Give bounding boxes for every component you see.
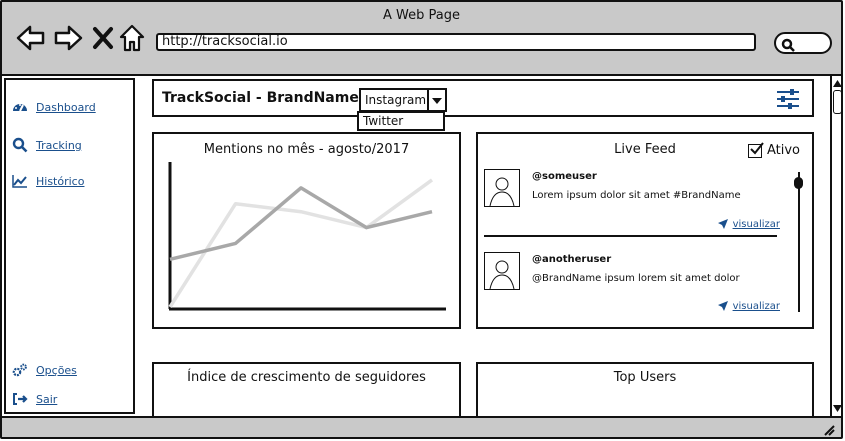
location-arrow-icon	[717, 219, 728, 229]
sidebar-item-label: Dashboard	[36, 100, 96, 114]
browser-titlebar: A Web Page http://tracksocial.io	[2, 2, 841, 74]
sign-out-icon	[13, 393, 28, 405]
feed-username: @anotheruser	[532, 254, 612, 265]
sidebar-item-label: Histórico	[36, 174, 85, 188]
sidebar-item-label: Opções	[36, 363, 77, 377]
series-line-1	[168, 178, 434, 308]
mentions-panel-title: Mentions no mês - agosto/2017	[203, 142, 410, 157]
divider	[484, 235, 777, 237]
feed-text: @BrandName ipsum lorem sit amet dolor	[532, 273, 740, 284]
browser-search-field[interactable]	[774, 32, 832, 54]
forward-arrow-icon[interactable]	[53, 24, 83, 56]
active-label: Ativo	[766, 143, 800, 158]
gears-icon	[12, 363, 27, 377]
dashboard-icon	[13, 104, 27, 112]
scroll-up-icon[interactable]	[832, 78, 843, 88]
back-arrow-icon[interactable]	[16, 24, 46, 56]
search-icon	[12, 137, 28, 153]
avatar	[484, 169, 520, 207]
search-icon	[781, 37, 795, 56]
top-users-panel: Top Users	[476, 362, 814, 422]
home-icon[interactable]	[119, 24, 145, 56]
select-value: Instagram	[365, 93, 427, 107]
chevron-down-icon[interactable]	[427, 90, 445, 110]
app-header: TrackSocial - BrandName Instagram	[152, 79, 814, 117]
growth-panel-title: Índice de crescimento de seguidores	[187, 370, 426, 385]
sidebar-item-label: Tracking	[36, 138, 82, 152]
feed-text: Lorem ipsum dolor sit amet #BrandName	[532, 190, 741, 201]
page-scroll-thumb[interactable]	[833, 90, 841, 114]
list-item: @anotheruser @BrandName ipsum lorem sit …	[484, 252, 780, 322]
mentions-line-chart	[168, 162, 446, 311]
live-feed-panel: Live Feed Ativo @someuser Lorem ipsum do…	[476, 132, 814, 329]
url-text: http://tracksocial.io	[162, 34, 288, 49]
page-title: TrackSocial - BrandName	[162, 90, 359, 106]
list-item: @someuser Lorem ipsum dolor sit amet #Br…	[484, 169, 780, 239]
sidebar-item-opcoes[interactable]: Opções	[12, 363, 77, 377]
sidebar-item-label: Sair	[36, 392, 58, 406]
live-feed-title: Live Feed	[614, 142, 676, 157]
page-content: Dashboard Tracking Histórico Opções Sair…	[2, 74, 830, 422]
url-field[interactable]: http://tracksocial.io	[156, 33, 756, 51]
window-title: A Web Page	[383, 8, 460, 23]
sidebar-item-tracking[interactable]: Tracking	[12, 137, 82, 153]
feed-username: @someuser	[532, 171, 597, 182]
view-link[interactable]: visualizar	[717, 300, 780, 312]
resize-grip-icon[interactable]	[821, 422, 835, 436]
mentions-panel: Mentions no mês - agosto/2017	[152, 132, 461, 329]
active-checkbox[interactable]	[747, 141, 764, 158]
stop-x-icon[interactable]	[92, 26, 114, 54]
view-link[interactable]: visualizar	[717, 218, 780, 230]
feed-scroll-thumb[interactable]	[794, 177, 803, 189]
checkmark-icon	[750, 141, 764, 154]
dropdown-option-twitter[interactable]: Twitter	[357, 111, 445, 131]
series-line-0	[169, 186, 433, 262]
line-chart-icon	[12, 175, 27, 188]
growth-panel: Índice de crescimento de seguidores	[152, 362, 461, 422]
status-bar	[2, 416, 841, 437]
network-select[interactable]: Instagram	[359, 88, 447, 112]
top-users-title: Top Users	[613, 370, 677, 385]
sidebar: Dashboard Tracking Histórico Opções Sair	[4, 78, 135, 414]
filter-sliders-icon[interactable]	[776, 87, 800, 115]
feed-scroll-track[interactable]	[798, 172, 800, 312]
active-toggle[interactable]: Ativo	[747, 141, 800, 158]
sidebar-item-sair[interactable]: Sair	[12, 392, 57, 406]
sidebar-item-historico[interactable]: Histórico	[12, 174, 84, 188]
location-arrow-icon	[717, 301, 728, 311]
scroll-down-icon[interactable]	[832, 404, 843, 414]
page-scrollbar[interactable]	[830, 74, 843, 416]
avatar	[484, 252, 520, 290]
sidebar-item-dashboard[interactable]: Dashboard	[12, 100, 96, 114]
